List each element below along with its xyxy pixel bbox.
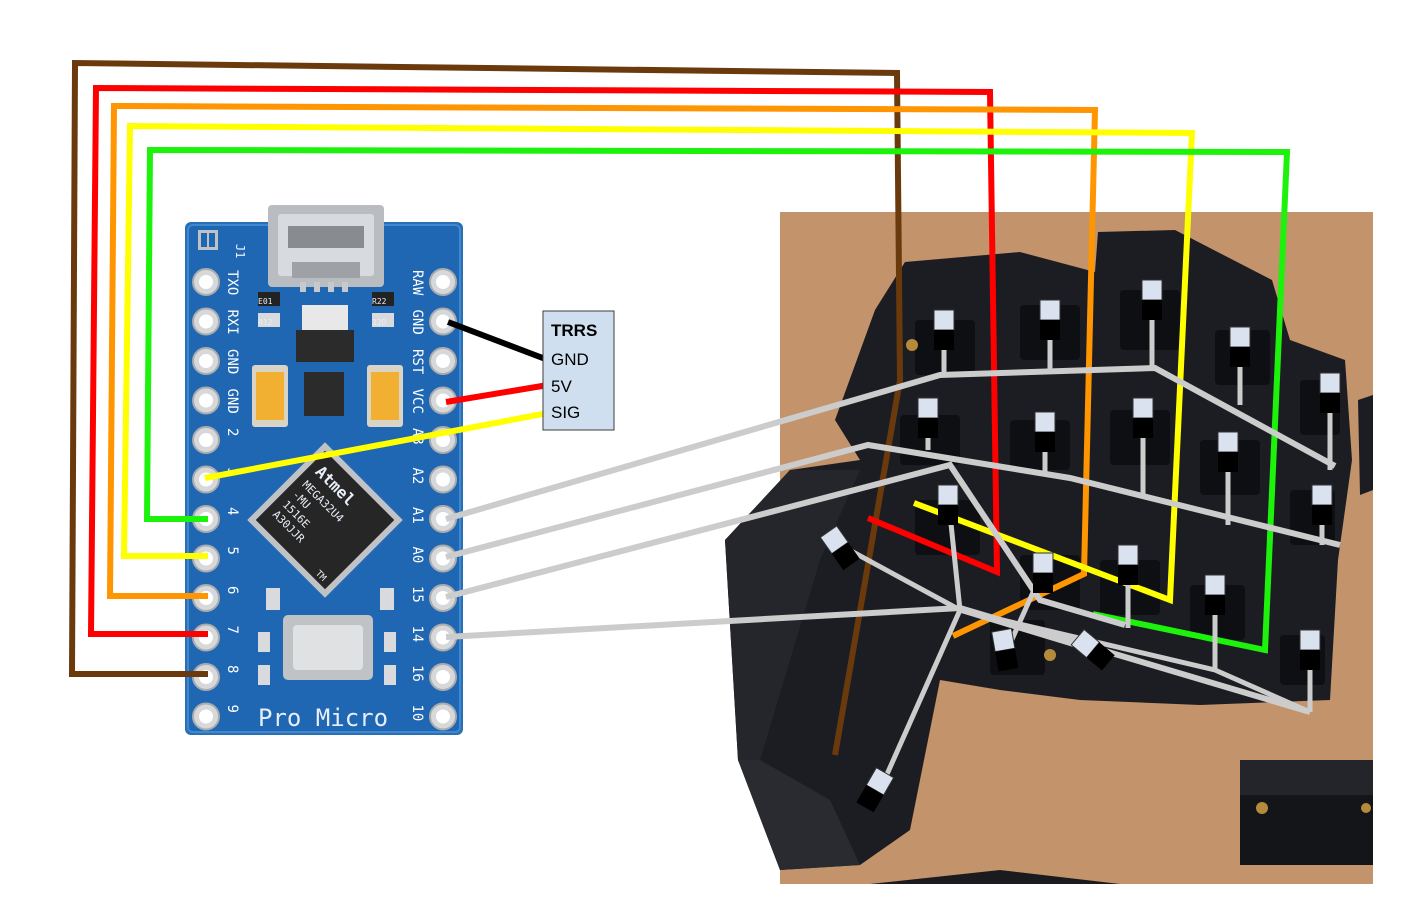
jumper-label: J1 [233, 244, 247, 258]
smd-components: E01 R22 R12 22D [252, 292, 403, 685]
wire-gray-a0 [445, 441, 1341, 560]
pin-hole [199, 393, 213, 408]
pin-label-right-a0: A0 [409, 547, 425, 564]
pin-label-right-14: 14 [409, 626, 425, 643]
wire-orange [106, 102, 1099, 639]
wire-green [143, 146, 1291, 654]
pin-hole [436, 314, 450, 329]
pin-label-right-rst: RST [409, 349, 425, 375]
pro-micro-board: J1 E01 R22 R12 22D [185, 205, 463, 735]
diode [819, 525, 860, 571]
pin-label-left-txo: TXO [224, 270, 240, 295]
pin-hole [436, 354, 450, 368]
diode [917, 397, 939, 438]
pin-label-left-2: 2 [224, 428, 240, 436]
pin-label-right-a2: A2 [409, 468, 425, 485]
wire-yellow-sig [204, 410, 549, 481]
pin-label-right-10: 10 [409, 705, 425, 722]
pin-label-left-gnd: GND [224, 349, 240, 374]
wires [68, 59, 1341, 792]
diodes [819, 279, 1341, 813]
wire-red [87, 84, 1001, 637]
pin-hole [436, 275, 450, 289]
pin-label-right-vcc: VCC [409, 389, 425, 414]
component-label-1: E01 [258, 297, 273, 306]
wire-brown [68, 59, 904, 756]
mcu-chip: Atmel MEGA32U4 -MU 1516E A30JJR TM [247, 442, 403, 598]
pin-label-right-raw: RAW [409, 270, 425, 296]
pin-label-left-5: 5 [224, 547, 240, 555]
pin-label-right-16: 16 [409, 665, 425, 682]
diode [1204, 574, 1226, 615]
pin-label-left-4: 4 [224, 507, 240, 515]
diode [1141, 279, 1163, 320]
component-label-2: R22 [372, 297, 387, 306]
wire-gray-a1 [445, 364, 1337, 522]
pin-label-right-a1: A1 [409, 507, 425, 524]
pin-hole [436, 670, 450, 684]
pin-hole [199, 354, 213, 368]
trrs-pin-gnd: GND [551, 350, 589, 369]
jumper-j1: J1 [198, 230, 247, 258]
diode [1070, 628, 1115, 671]
pin-label-right-15: 15 [409, 586, 425, 603]
trrs-title: TRRS [551, 321, 597, 340]
pin-hole [436, 472, 450, 487]
diode [933, 309, 955, 350]
trrs-box: TRRS GND 5V SIG [542, 310, 615, 431]
pin-label-left-6: 6 [224, 586, 240, 594]
diode [937, 484, 959, 525]
diode [1311, 484, 1333, 525]
pin-hole [199, 314, 213, 329]
diode [991, 627, 1019, 672]
diode [1299, 629, 1321, 670]
diode [1034, 411, 1056, 452]
pin-label-right-gnd: GND [409, 310, 425, 335]
diode [1319, 372, 1341, 413]
diode [1117, 544, 1139, 585]
pin-hole [436, 709, 450, 724]
pin-hole [199, 433, 213, 447]
diode [1132, 397, 1154, 438]
component-label-4: 22D [372, 318, 387, 327]
pin-hole [199, 709, 213, 724]
board-name: Pro Micro [258, 704, 388, 732]
spare-part [1240, 760, 1373, 865]
wire-black-gnd [446, 319, 550, 363]
wire-gray-15 [445, 461, 1126, 628]
diode [856, 766, 895, 813]
trrs-pin-sig: SIG [551, 403, 580, 422]
crystal [283, 615, 373, 680]
pin-label-left-rxi: RXI [224, 310, 240, 335]
usb-connector [268, 205, 384, 292]
diode [1039, 299, 1061, 340]
pin-label-left-8: 8 [224, 665, 240, 673]
pin-label-left-9: 9 [224, 705, 240, 713]
pin-label-left-7: 7 [224, 626, 240, 634]
diode [1217, 431, 1239, 472]
diode [1032, 552, 1054, 593]
pin-hole [436, 512, 450, 526]
pin-label-left-gnd: GND [224, 389, 240, 414]
trrs-pin-5v: 5V [551, 377, 572, 396]
wire-red-5v [445, 382, 549, 405]
pin-hole [199, 275, 213, 289]
component-label-3: R12 [258, 318, 273, 327]
diode [1229, 326, 1251, 367]
